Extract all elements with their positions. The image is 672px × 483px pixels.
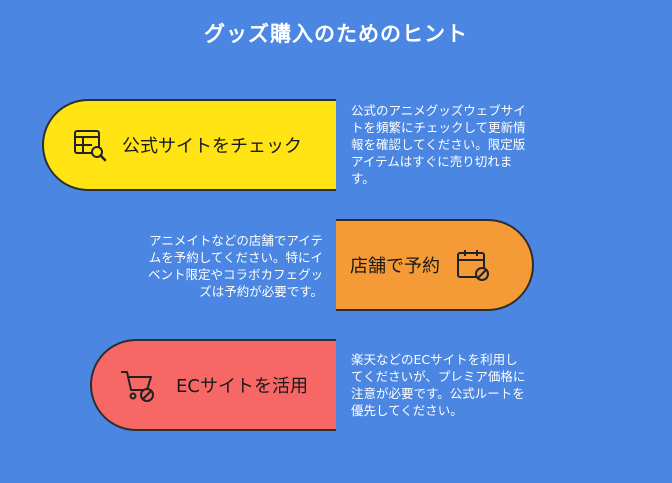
tip-ec-site-label: ECサイトを活用 [176,376,308,397]
tip-website-check: 公式サイトをチェック [42,99,336,191]
tip-ec-site: ECサイトを活用 [90,339,336,431]
tip-website-check-label: 公式サイトをチェック [122,136,302,157]
tip-store-reservation: 店舗で予約 [336,219,534,311]
website-search-icon [74,130,107,162]
diagram-title: グッズ購入のためのヒント [204,22,468,46]
tip-store-reservation-label: 店舗で予約 [350,256,440,277]
tip-ec-site-description: 楽天などのECサイトを利用し てくださいが、プレミア価格に 注意が必要です。公式… [351,352,526,418]
tip-website-check-description: 公式のアニメグッズウェブサイ トを頻繁にチェックして更新情 報を確認してください… [351,103,526,186]
tip-store-reservation-description: アニメイトなどの店舗でアイテ ムを予約してください。特にイ ベント限定やコラボカ… [147,233,323,299]
shopping-cart-blocked-icon [121,371,154,402]
calendar-blocked-icon [457,250,489,281]
